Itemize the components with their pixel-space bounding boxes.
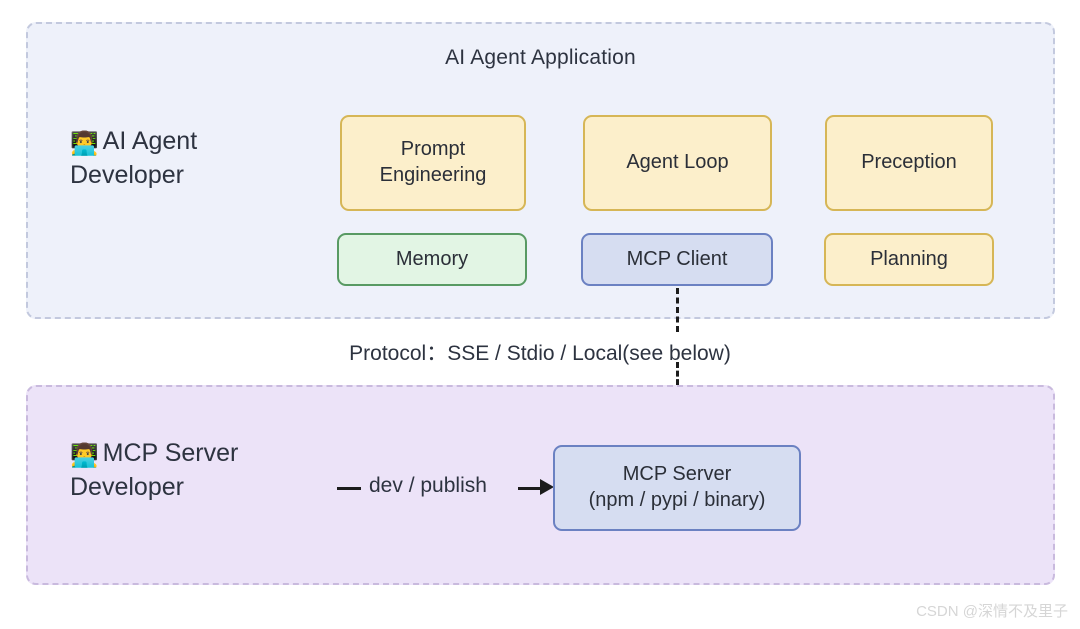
mcp-server-developer-line1: MCP Server bbox=[102, 439, 239, 467]
node-prompt-engineering-line2: Engineering bbox=[379, 164, 487, 186]
technologist-icon: 👨‍💻 bbox=[70, 130, 99, 156]
node-mcp-client[interactable]: MCP Client bbox=[581, 233, 773, 286]
node-mcp-client-label: MCP Client bbox=[626, 247, 728, 270]
node-agent-loop[interactable]: Agent Loop bbox=[583, 115, 772, 211]
node-planning[interactable]: Planning bbox=[824, 233, 994, 286]
node-prompt-engineering[interactable]: Prompt Engineering bbox=[340, 115, 526, 211]
node-mcp-server[interactable]: MCP Server (npm / pypi / binary) bbox=[553, 445, 801, 531]
node-agent-loop-label: Agent Loop bbox=[626, 151, 729, 174]
protocol-caption: Protocol：SSE / Stdio / Local(see below) bbox=[349, 342, 731, 365]
node-memory[interactable]: Memory bbox=[337, 233, 527, 286]
dev-publish-arrowhead-icon bbox=[540, 479, 554, 495]
node-preception[interactable]: Preception bbox=[825, 115, 993, 211]
node-preception-label: Preception bbox=[861, 151, 957, 174]
technologist-icon: 👨‍💻 bbox=[70, 442, 99, 468]
mcp-server-developer-line2: Developer bbox=[70, 473, 184, 502]
dev-publish-label: dev / publish bbox=[369, 474, 487, 497]
node-memory-label: Memory bbox=[395, 247, 469, 270]
node-mcp-server-line2: (npm / pypi / binary) bbox=[588, 489, 766, 511]
ai-agent-developer-label: 👨‍💻AI Agent Developer bbox=[70, 125, 197, 193]
dev-publish-connector-stub bbox=[337, 487, 361, 490]
mcp-server-developer-label: 👨‍💻MCP Server Developer bbox=[70, 437, 238, 505]
node-mcp-server-line1: MCP Server bbox=[622, 463, 732, 486]
protocol-connector-upper-segment bbox=[676, 288, 679, 332]
page-title: AI Agent Application bbox=[445, 46, 636, 69]
dev-publish-arrow-shaft bbox=[518, 487, 542, 490]
ai-agent-developer-line2: Developer bbox=[70, 161, 184, 190]
node-planning-label: Planning bbox=[870, 247, 948, 270]
watermark: CSDN @深情不及里子 bbox=[916, 603, 1068, 620]
node-prompt-engineering-line1: Prompt bbox=[400, 138, 466, 161]
node-prompt-engineering-label: Prompt Engineering bbox=[380, 137, 487, 188]
ai-agent-developer-line1: AI Agent bbox=[102, 127, 198, 155]
